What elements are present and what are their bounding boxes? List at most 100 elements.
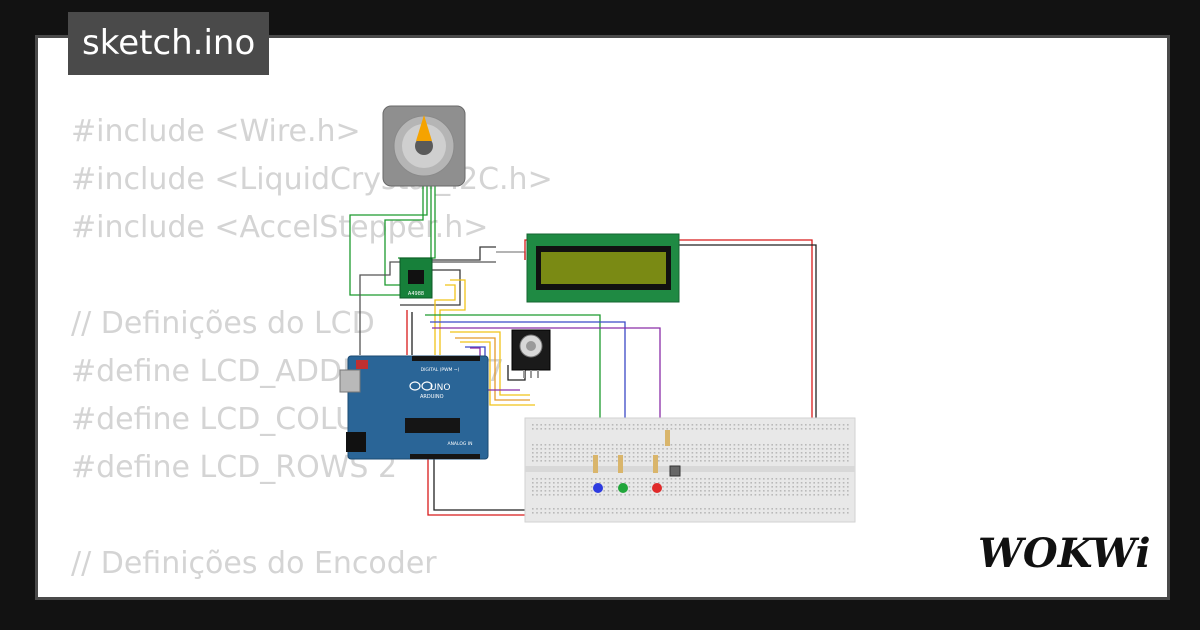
breadboard-hole [687,512,689,514]
breadboard-hole [624,444,626,446]
breadboard-hole [708,490,710,492]
breadboard-hole [733,486,736,488]
breadboard-hole [746,444,748,446]
breadboard-hole [842,448,845,450]
breadboard-hole [670,482,673,484]
breadboard-hole [691,448,694,450]
breadboard-hole [578,460,580,462]
breadboard-hole [582,482,584,484]
breadboard-hole [679,444,681,446]
breadboard-hole [691,478,694,480]
breadboard-hole [763,428,765,430]
breadboard-hole [788,490,790,492]
breadboard-hole [578,424,580,426]
breadboard-hole [737,486,740,488]
digital-header [412,356,480,361]
breadboard-hole [674,456,677,458]
breadboard-hole [641,452,643,454]
breadboard-hole [536,478,538,480]
breadboard-hole [532,490,534,492]
file-tab[interactable]: sketch.ino [68,12,270,75]
breadboard-hole [561,494,563,496]
breadboard-hole [721,486,723,488]
breadboard-hole [658,512,660,514]
breadboard-hole [683,460,685,462]
stepper-motor[interactable] [382,105,466,187]
breadboard-hole [792,486,794,488]
wire [432,327,661,432]
breadboard-hole [758,444,761,446]
breadboard-hole [842,482,845,484]
breadboard-hole [607,478,610,480]
breadboard-hole [830,486,832,488]
breadboard-hole [737,478,740,480]
breadboard-hole [561,508,563,510]
breadboard-hole [838,456,841,458]
breadboard-hole [653,512,656,514]
breadboard-hole [653,482,656,484]
breadboard-hole [666,452,668,454]
breadboard-hole [683,508,685,510]
breadboard-hole [813,460,815,462]
breadboard-hole [779,490,782,492]
digital-header-label: DIGITAL (PWM ~) [421,367,460,373]
breadboard-hole [595,494,597,496]
breadboard-hole [725,424,727,426]
breadboard-hole [679,452,681,454]
breadboard-hole [716,424,719,426]
breadboard-hole [561,424,563,426]
breadboard-hole [674,452,677,454]
breadboard-hole [536,428,538,430]
breadboard-hole [746,478,748,480]
breadboard-hole [809,482,811,484]
breadboard-hole [687,444,689,446]
breadboard-hole [624,448,626,450]
breadboard-hole [712,508,715,510]
breadboard-hole [800,508,803,510]
breadboard-hole [695,444,698,446]
breadboard-hole [553,460,555,462]
breadboard-hole [754,512,757,514]
breadboard[interactable] [524,417,856,523]
breadboard-hole [695,490,698,492]
breadboard-hole [561,448,563,450]
breadboard-hole [758,482,761,484]
breadboard-hole [569,428,572,430]
breadboard-hole [649,482,652,484]
breadboard-hole [813,494,815,496]
breadboard-hole [536,508,538,510]
breadboard-hole [704,494,706,496]
breadboard-hole [649,456,652,458]
breadboard-hole [800,444,803,446]
rotary-encoder[interactable] [511,329,551,378]
breadboard-hole [708,460,710,462]
breadboard-hole [670,424,673,426]
arduino-uno[interactable]: DIGITAL (PWM ~) UNO ARDUINO ANALOG IN [339,355,489,460]
a4988-driver[interactable]: A4988 [399,257,433,299]
breadboard-hole [796,424,799,426]
lcd-display[interactable] [526,233,680,303]
breadboard-hole [842,478,845,480]
breadboard-hole [758,424,761,426]
breadboard-hole [586,452,589,454]
breadboard-hole [733,482,736,484]
breadboard-hole [842,452,845,454]
breadboard-hole [758,460,761,462]
breadboard-hole [847,494,849,496]
breadboard-hole [674,482,677,484]
breadboard-hole [847,448,849,450]
breadboard-hole [784,490,786,492]
breadboard-hole [800,424,803,426]
breadboard-hole [775,460,778,462]
breadboard-hole [662,512,664,514]
breadboard-hole [557,460,559,462]
breadboard-hole [712,444,715,446]
breadboard-hole [645,494,647,496]
breadboard-hole [557,444,559,446]
breadboard-hole [649,490,652,492]
breadboard-hole [548,444,551,446]
breadboard-hole [662,428,664,430]
breadboard-hole [595,452,597,454]
breadboard-hole [817,482,820,484]
breadboard-hole [691,486,694,488]
